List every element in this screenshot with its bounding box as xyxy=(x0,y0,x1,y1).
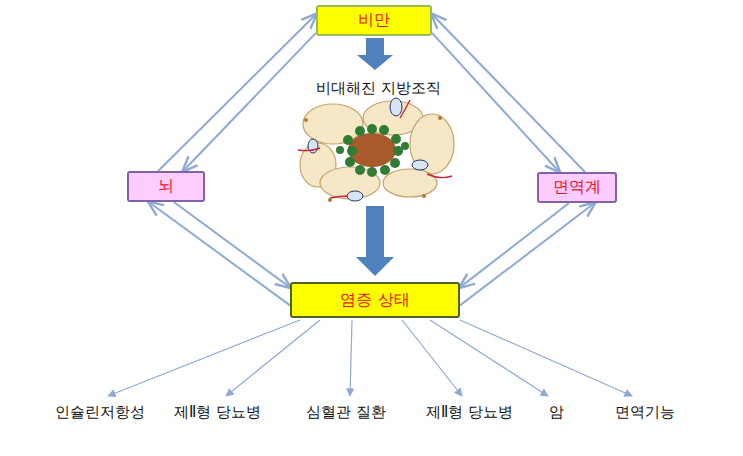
outcome-label: 제Ⅱ형 당뇨병 xyxy=(174,403,261,422)
connector-arrow xyxy=(460,203,569,287)
leader-arrow xyxy=(108,320,632,396)
outcome-label: 인슐린저항성 xyxy=(55,403,145,422)
connector-arrow xyxy=(183,33,316,171)
immune-cells xyxy=(336,124,409,177)
connector-arrow xyxy=(174,202,290,287)
outcome-label: 심혈관 질환 xyxy=(306,403,386,422)
obesity-box: 비만 xyxy=(316,5,432,36)
node-text: 비만 xyxy=(358,10,390,31)
outcome-label: 면역기능 xyxy=(615,403,675,422)
node-text: 염증 상태 xyxy=(340,290,409,311)
outcome-label: 제Ⅱ형 당뇨병 xyxy=(426,403,513,422)
block-arrow xyxy=(356,206,394,276)
connector-arrow xyxy=(149,202,290,305)
inflammation-box: 염증 상태 xyxy=(290,282,460,318)
connector-arrow xyxy=(460,203,595,305)
node-text: 면역계 xyxy=(553,177,601,198)
tissue-label: 비대해진 지방조직 xyxy=(316,79,441,98)
immune-box: 면역계 xyxy=(537,172,617,203)
block-arrow xyxy=(357,38,393,70)
blood-vessel xyxy=(298,100,452,198)
fat-tissue xyxy=(300,101,454,199)
outcome-label: 암 xyxy=(549,403,564,422)
connector-arrow xyxy=(432,33,559,172)
connector-arrow xyxy=(432,14,585,172)
connector-arrow xyxy=(158,14,316,171)
brain-box: 뇌 xyxy=(127,171,205,202)
macrophages xyxy=(308,98,428,201)
node-text: 뇌 xyxy=(158,176,174,197)
